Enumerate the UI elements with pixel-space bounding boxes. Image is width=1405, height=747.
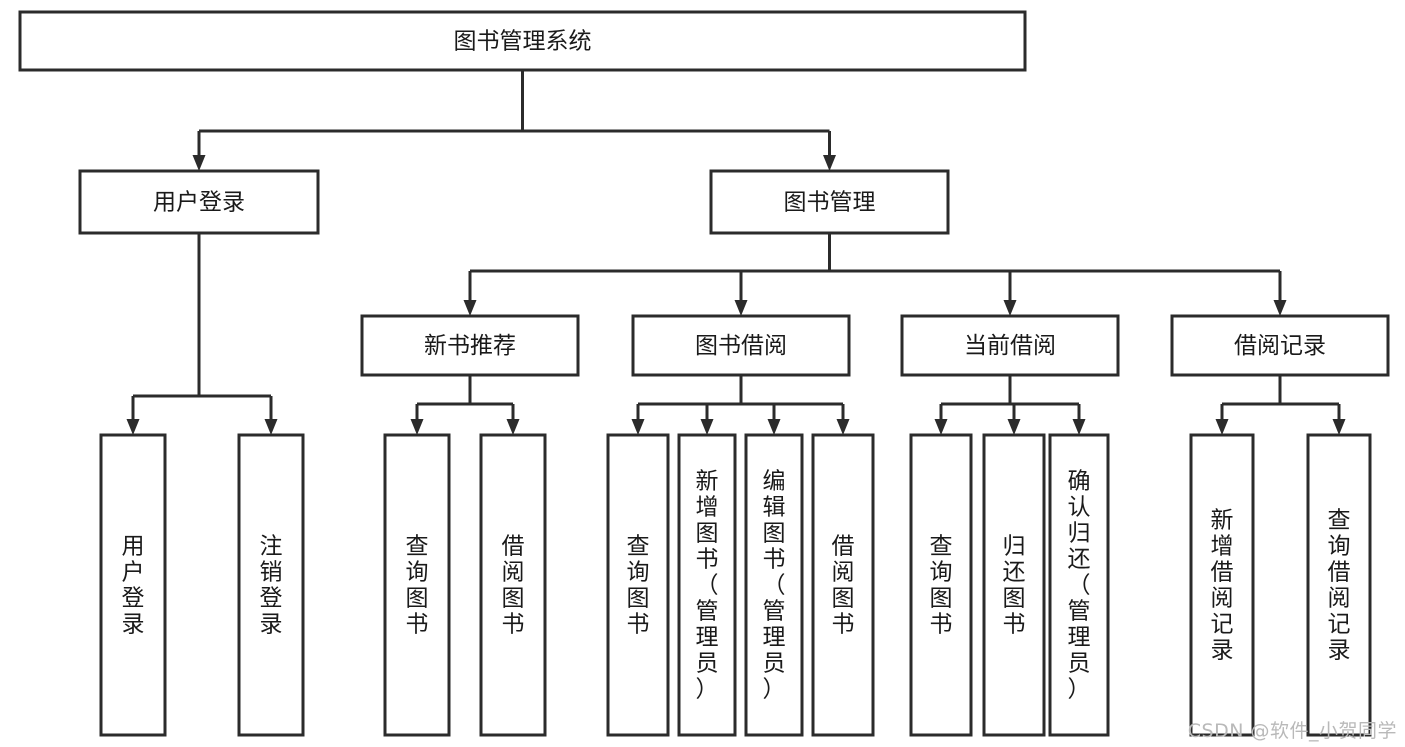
node-root[interactable]: 图书管理系统 — [18, 10, 1027, 72]
node-label-new-book-rec: 新书推荐 — [424, 333, 516, 359]
node-leaf-query-book-cur[interactable]: 查询图书 — [909, 433, 973, 737]
node-label-leaf-return-book: 归还图书 — [1003, 533, 1026, 637]
node-label-leaf-confirm-return: 确认归还（管理员） — [1068, 468, 1091, 702]
node-user-login[interactable]: 用户登录 — [78, 169, 320, 235]
node-box-leaf-query-book-borrow[interactable] — [606, 433, 670, 737]
connector-root-to-level2 — [192, 70, 836, 171]
node-label-book-manage: 图书管理 — [784, 190, 876, 216]
node-box-book-manage[interactable] — [709, 169, 950, 235]
node-label-leaf-logout: 注销登录 — [260, 533, 283, 637]
connector-bookmanage-to-level3 — [463, 233, 1287, 316]
node-label-leaf-borrow-book-rec: 借阅图书 — [502, 533, 525, 637]
node-new-book-rec[interactable]: 新书推荐 — [360, 314, 580, 377]
node-borrow-record[interactable]: 借阅记录 — [1170, 314, 1390, 377]
node-leaf-confirm-return[interactable]: 确认归还（管理员） — [1048, 433, 1110, 737]
node-leaf-return-book[interactable]: 归还图书 — [982, 433, 1046, 737]
node-box-borrow-record[interactable] — [1170, 314, 1390, 377]
connector-currentborrow-to-leaves — [934, 375, 1086, 435]
connector-bookborrow-to-leaves — [631, 375, 850, 435]
node-current-borrow[interactable]: 当前借阅 — [900, 314, 1120, 377]
node-label-leaf-query-book-borrow: 查询图书 — [627, 533, 650, 637]
node-label-leaf-query-record: 查询借阅记录 — [1328, 507, 1351, 663]
node-label-user-login: 用户登录 — [153, 190, 245, 216]
node-label-leaf-borrow-book: 借阅图书 — [832, 533, 855, 637]
node-label-leaf-add-book: 新增图书（管理员） — [696, 468, 719, 702]
node-box-leaf-borrow-book-rec[interactable] — [479, 433, 547, 737]
node-leaf-edit-book[interactable]: 编辑图书（管理员） — [744, 433, 804, 737]
node-leaf-add-book[interactable]: 新增图书（管理员） — [677, 433, 737, 737]
connector-newbookrec-to-leaves — [410, 375, 520, 435]
node-leaf-query-record[interactable]: 查询借阅记录 — [1306, 433, 1372, 737]
node-box-root[interactable] — [18, 10, 1027, 72]
node-box-leaf-user-login[interactable] — [99, 433, 167, 737]
node-label-root: 图书管理系统 — [454, 29, 592, 55]
node-label-leaf-user-login: 用户登录 — [122, 533, 145, 637]
node-layer: 图书管理系统用户登录图书管理新书推荐图书借阅当前借阅借阅记录用户登录注销登录查询… — [18, 10, 1390, 737]
csdn-watermark: CSDN @软件_小贺同学 — [1187, 720, 1397, 742]
node-leaf-borrow-book[interactable]: 借阅图书 — [811, 433, 875, 737]
connector-borrowrecord-to-leaves — [1215, 375, 1346, 435]
node-box-leaf-confirm-return[interactable] — [1048, 433, 1110, 737]
node-label-leaf-edit-book: 编辑图书（管理员） — [763, 468, 786, 702]
node-label-borrow-record: 借阅记录 — [1234, 333, 1326, 359]
node-box-leaf-add-book[interactable] — [677, 433, 737, 737]
node-box-leaf-query-book-rec[interactable] — [383, 433, 451, 737]
node-label-book-borrow: 图书借阅 — [695, 333, 787, 359]
node-leaf-add-record[interactable]: 新增借阅记录 — [1189, 433, 1255, 737]
node-leaf-query-book-borrow[interactable]: 查询图书 — [606, 433, 670, 737]
node-label-current-borrow: 当前借阅 — [964, 333, 1056, 359]
node-box-leaf-query-book-cur[interactable] — [909, 433, 973, 737]
node-leaf-borrow-book-rec[interactable]: 借阅图书 — [479, 433, 547, 737]
node-box-leaf-edit-book[interactable] — [744, 433, 804, 737]
node-box-user-login[interactable] — [78, 169, 320, 235]
node-box-book-borrow[interactable] — [631, 314, 851, 377]
node-box-leaf-borrow-book[interactable] — [811, 433, 875, 737]
connector-userlogin-to-leaves — [126, 233, 278, 435]
node-box-current-borrow[interactable] — [900, 314, 1120, 377]
node-box-new-book-rec[interactable] — [360, 314, 580, 377]
node-leaf-user-login[interactable]: 用户登录 — [99, 433, 167, 737]
node-box-leaf-return-book[interactable] — [982, 433, 1046, 737]
connector-layer — [126, 70, 1346, 435]
node-box-leaf-query-record[interactable] — [1306, 433, 1372, 737]
node-box-leaf-add-record[interactable] — [1189, 433, 1255, 737]
node-label-leaf-query-book-rec: 查询图书 — [406, 533, 429, 637]
node-book-manage[interactable]: 图书管理 — [709, 169, 950, 235]
node-book-borrow[interactable]: 图书借阅 — [631, 314, 851, 377]
node-box-leaf-logout[interactable] — [237, 433, 305, 737]
node-leaf-query-book-rec[interactable]: 查询图书 — [383, 433, 451, 737]
node-label-leaf-query-book-cur: 查询图书 — [930, 533, 953, 637]
node-label-leaf-add-record: 新增借阅记录 — [1211, 507, 1234, 663]
node-leaf-logout[interactable]: 注销登录 — [237, 433, 305, 737]
